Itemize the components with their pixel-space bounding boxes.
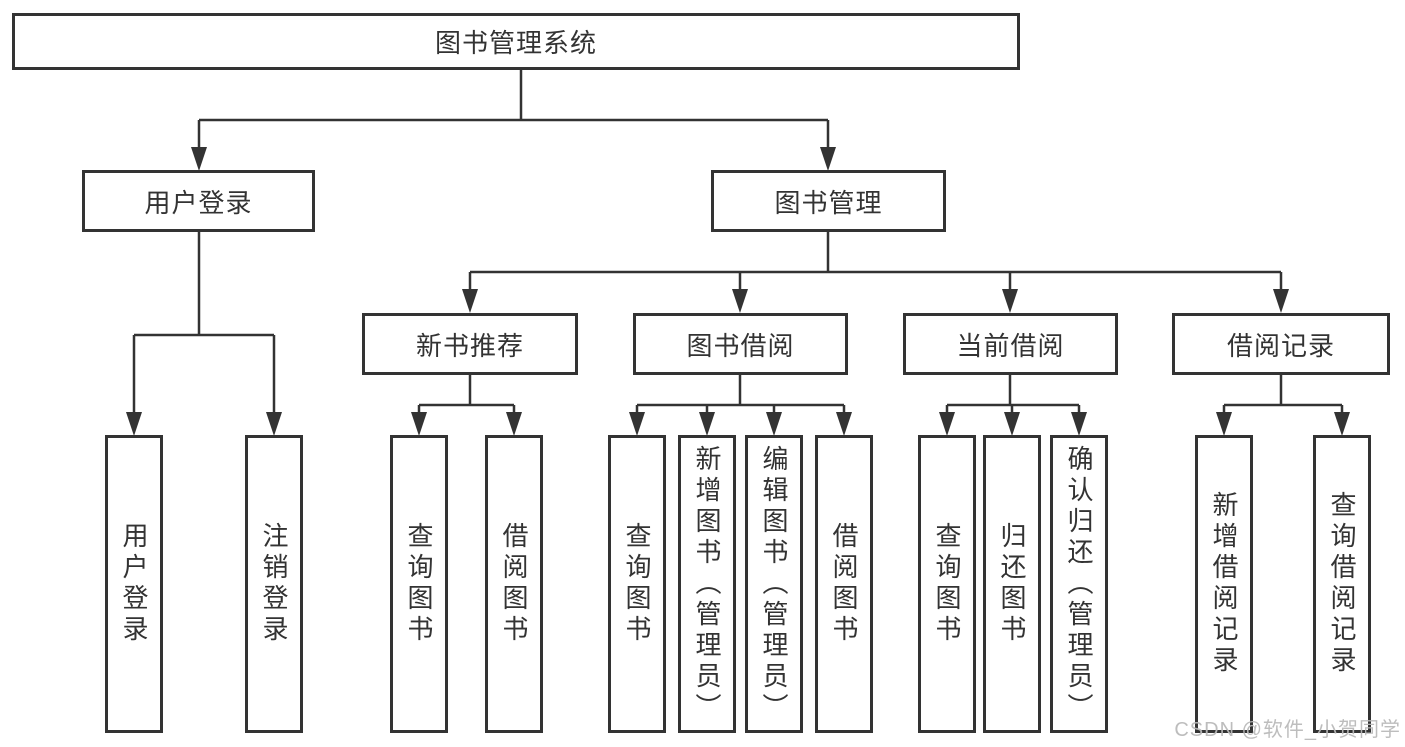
leaf-label: 查询图书	[404, 522, 434, 646]
leaf-borrow-books-recommend: 借阅图书	[485, 435, 543, 733]
leaf-return-book: 归还图书	[983, 435, 1041, 733]
leaf-borrow-books: 借阅图书	[815, 435, 873, 733]
leaf-query-books-recommend: 查询图书	[390, 435, 448, 733]
leaf-label: 查询图书	[932, 522, 962, 646]
leaf-query-books-current: 查询图书	[918, 435, 976, 733]
leaf-edit-book-admin: 编辑图书（管理员）	[745, 435, 803, 733]
leaf-label: 查询借阅记录	[1327, 491, 1357, 677]
node-borrow-records: 借阅记录	[1172, 313, 1390, 375]
leaf-label: 归还图书	[997, 522, 1027, 646]
leaf-label: 借阅图书	[829, 522, 859, 646]
node-user-login: 用户登录	[82, 170, 315, 232]
leaf-confirm-return-admin: 确认归还（管理员）	[1050, 435, 1108, 733]
node-book-management: 图书管理	[711, 170, 946, 232]
node-new-book-recommend: 新书推荐	[362, 313, 578, 375]
leaf-add-book-admin: 新增图书（管理员）	[678, 435, 736, 733]
node-library-system: 图书管理系统	[12, 13, 1020, 70]
csdn-watermark: CSDN @软件_小贺同学	[1174, 719, 1401, 741]
arrowhead-icons	[126, 147, 1350, 436]
leaf-label: 确认归还（管理员）	[1064, 444, 1094, 724]
leaf-query-books-borrow: 查询图书	[608, 435, 666, 733]
leaf-label: 查询图书	[622, 522, 652, 646]
node-book-borrow: 图书借阅	[633, 313, 848, 375]
leaf-logout: 注销登录	[245, 435, 303, 733]
leaf-label: 用户登录	[119, 522, 149, 646]
leaf-query-borrow-record: 查询借阅记录	[1313, 435, 1371, 733]
node-current-borrow: 当前借阅	[903, 313, 1118, 375]
leaf-user-login: 用户登录	[105, 435, 163, 733]
leaf-label: 注销登录	[259, 522, 289, 646]
leaf-label: 编辑图书（管理员）	[759, 444, 789, 724]
leaf-label: 新增借阅记录	[1209, 491, 1239, 677]
leaf-label: 借阅图书	[499, 522, 529, 646]
leaf-add-borrow-record: 新增借阅记录	[1195, 435, 1253, 733]
leaf-label: 新增图书（管理员）	[692, 444, 722, 724]
